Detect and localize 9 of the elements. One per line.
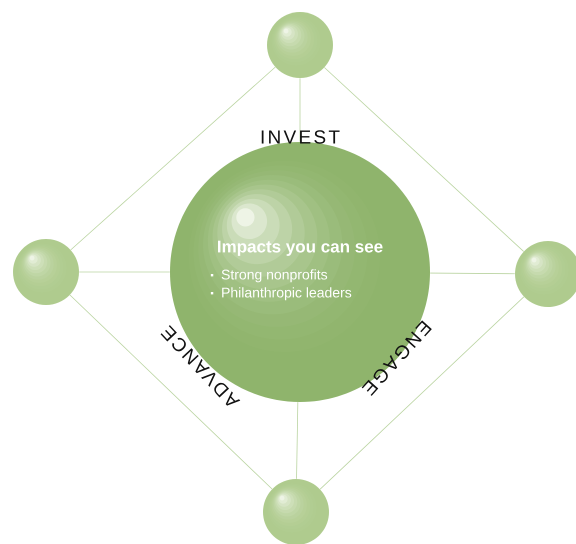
- connector-line: [430, 272, 516, 274]
- sphere: [267, 12, 333, 78]
- connector-line: [70, 66, 276, 250]
- step-label: INVEST: [262, 130, 340, 144]
- connector-line: [296, 402, 298, 480]
- connector-line: [320, 296, 524, 490]
- connector-line: [70, 294, 272, 490]
- sphere: [13, 239, 79, 305]
- connector-line: [324, 67, 524, 252]
